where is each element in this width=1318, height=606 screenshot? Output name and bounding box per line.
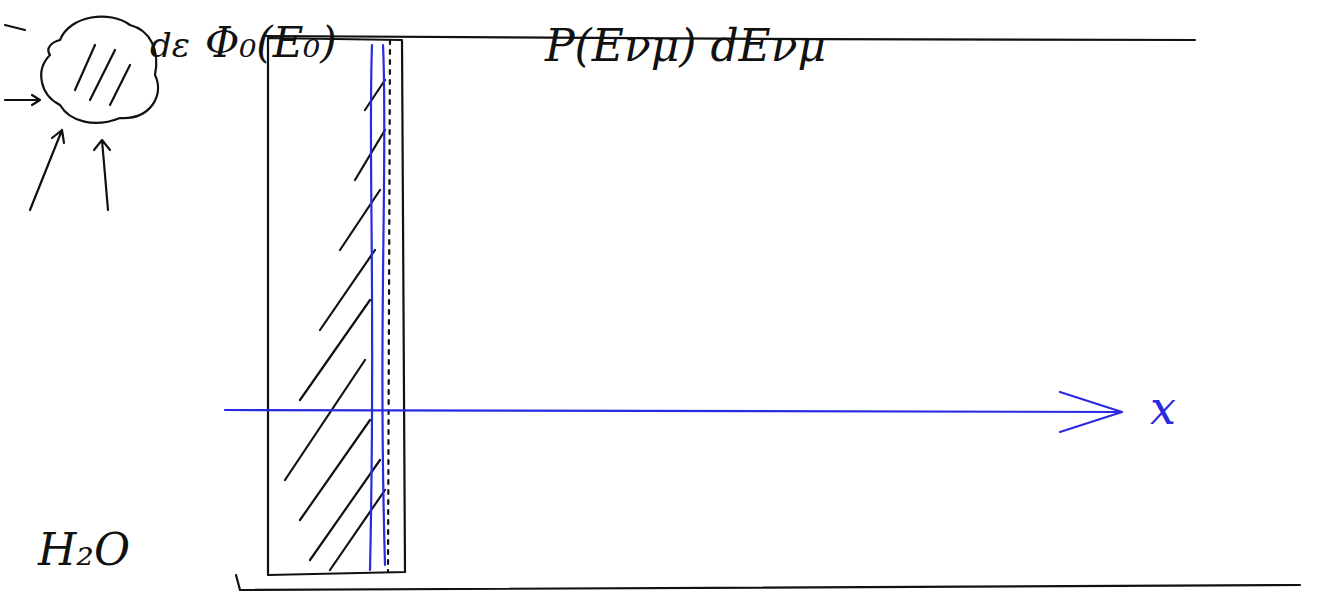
- side-marks: [5, 25, 40, 105]
- blue-line: [370, 45, 372, 570]
- slab-layer: [388, 40, 390, 572]
- blue-line: [382, 45, 385, 565]
- tube-end: [236, 575, 240, 590]
- source-blob: [41, 17, 158, 123]
- incoming-arrow: [94, 140, 110, 210]
- differential-label: dε: [150, 28, 190, 62]
- flux-label: Φ₀(E₀): [205, 22, 337, 64]
- tube-bottom: [240, 585, 1300, 590]
- medium-label: H₂O: [38, 528, 130, 572]
- incoming-arrow: [30, 130, 64, 210]
- axis-label: x: [1150, 385, 1176, 431]
- water-slab: [268, 38, 405, 575]
- x-axis: [225, 392, 1122, 432]
- probability-label: P(Eνμ) dEνμ: [545, 24, 826, 68]
- blob-hatching: [75, 45, 130, 105]
